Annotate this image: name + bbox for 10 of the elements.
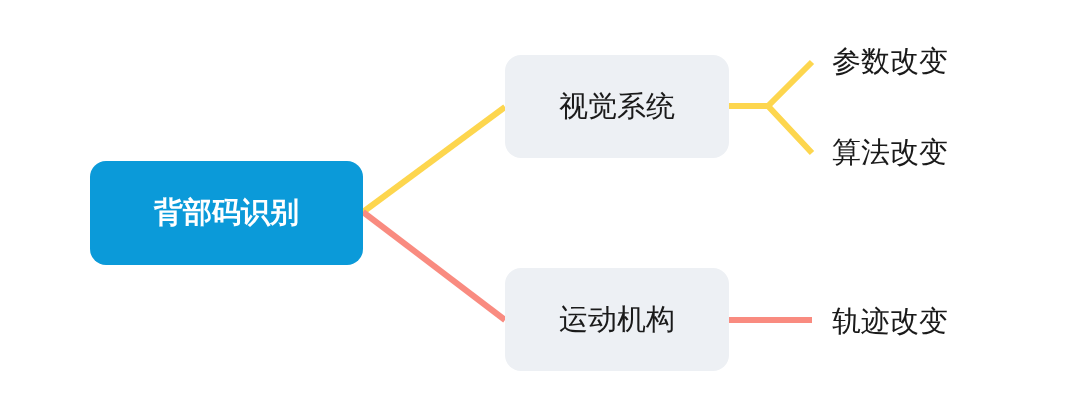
connector-line (361, 209, 507, 323)
leaf-label: 参数改变 (812, 40, 972, 84)
connector-line (729, 103, 815, 156)
leaf-label: 算法改变 (812, 131, 972, 175)
subtopic-box: 运动机构 (505, 268, 729, 371)
topic-box: 背部码识别 (90, 161, 363, 265)
leaf-label: 轨迹改变 (812, 300, 972, 344)
subtopic-box: 视觉系统 (505, 55, 729, 158)
connector-line (361, 104, 507, 215)
connector-line (729, 317, 812, 323)
